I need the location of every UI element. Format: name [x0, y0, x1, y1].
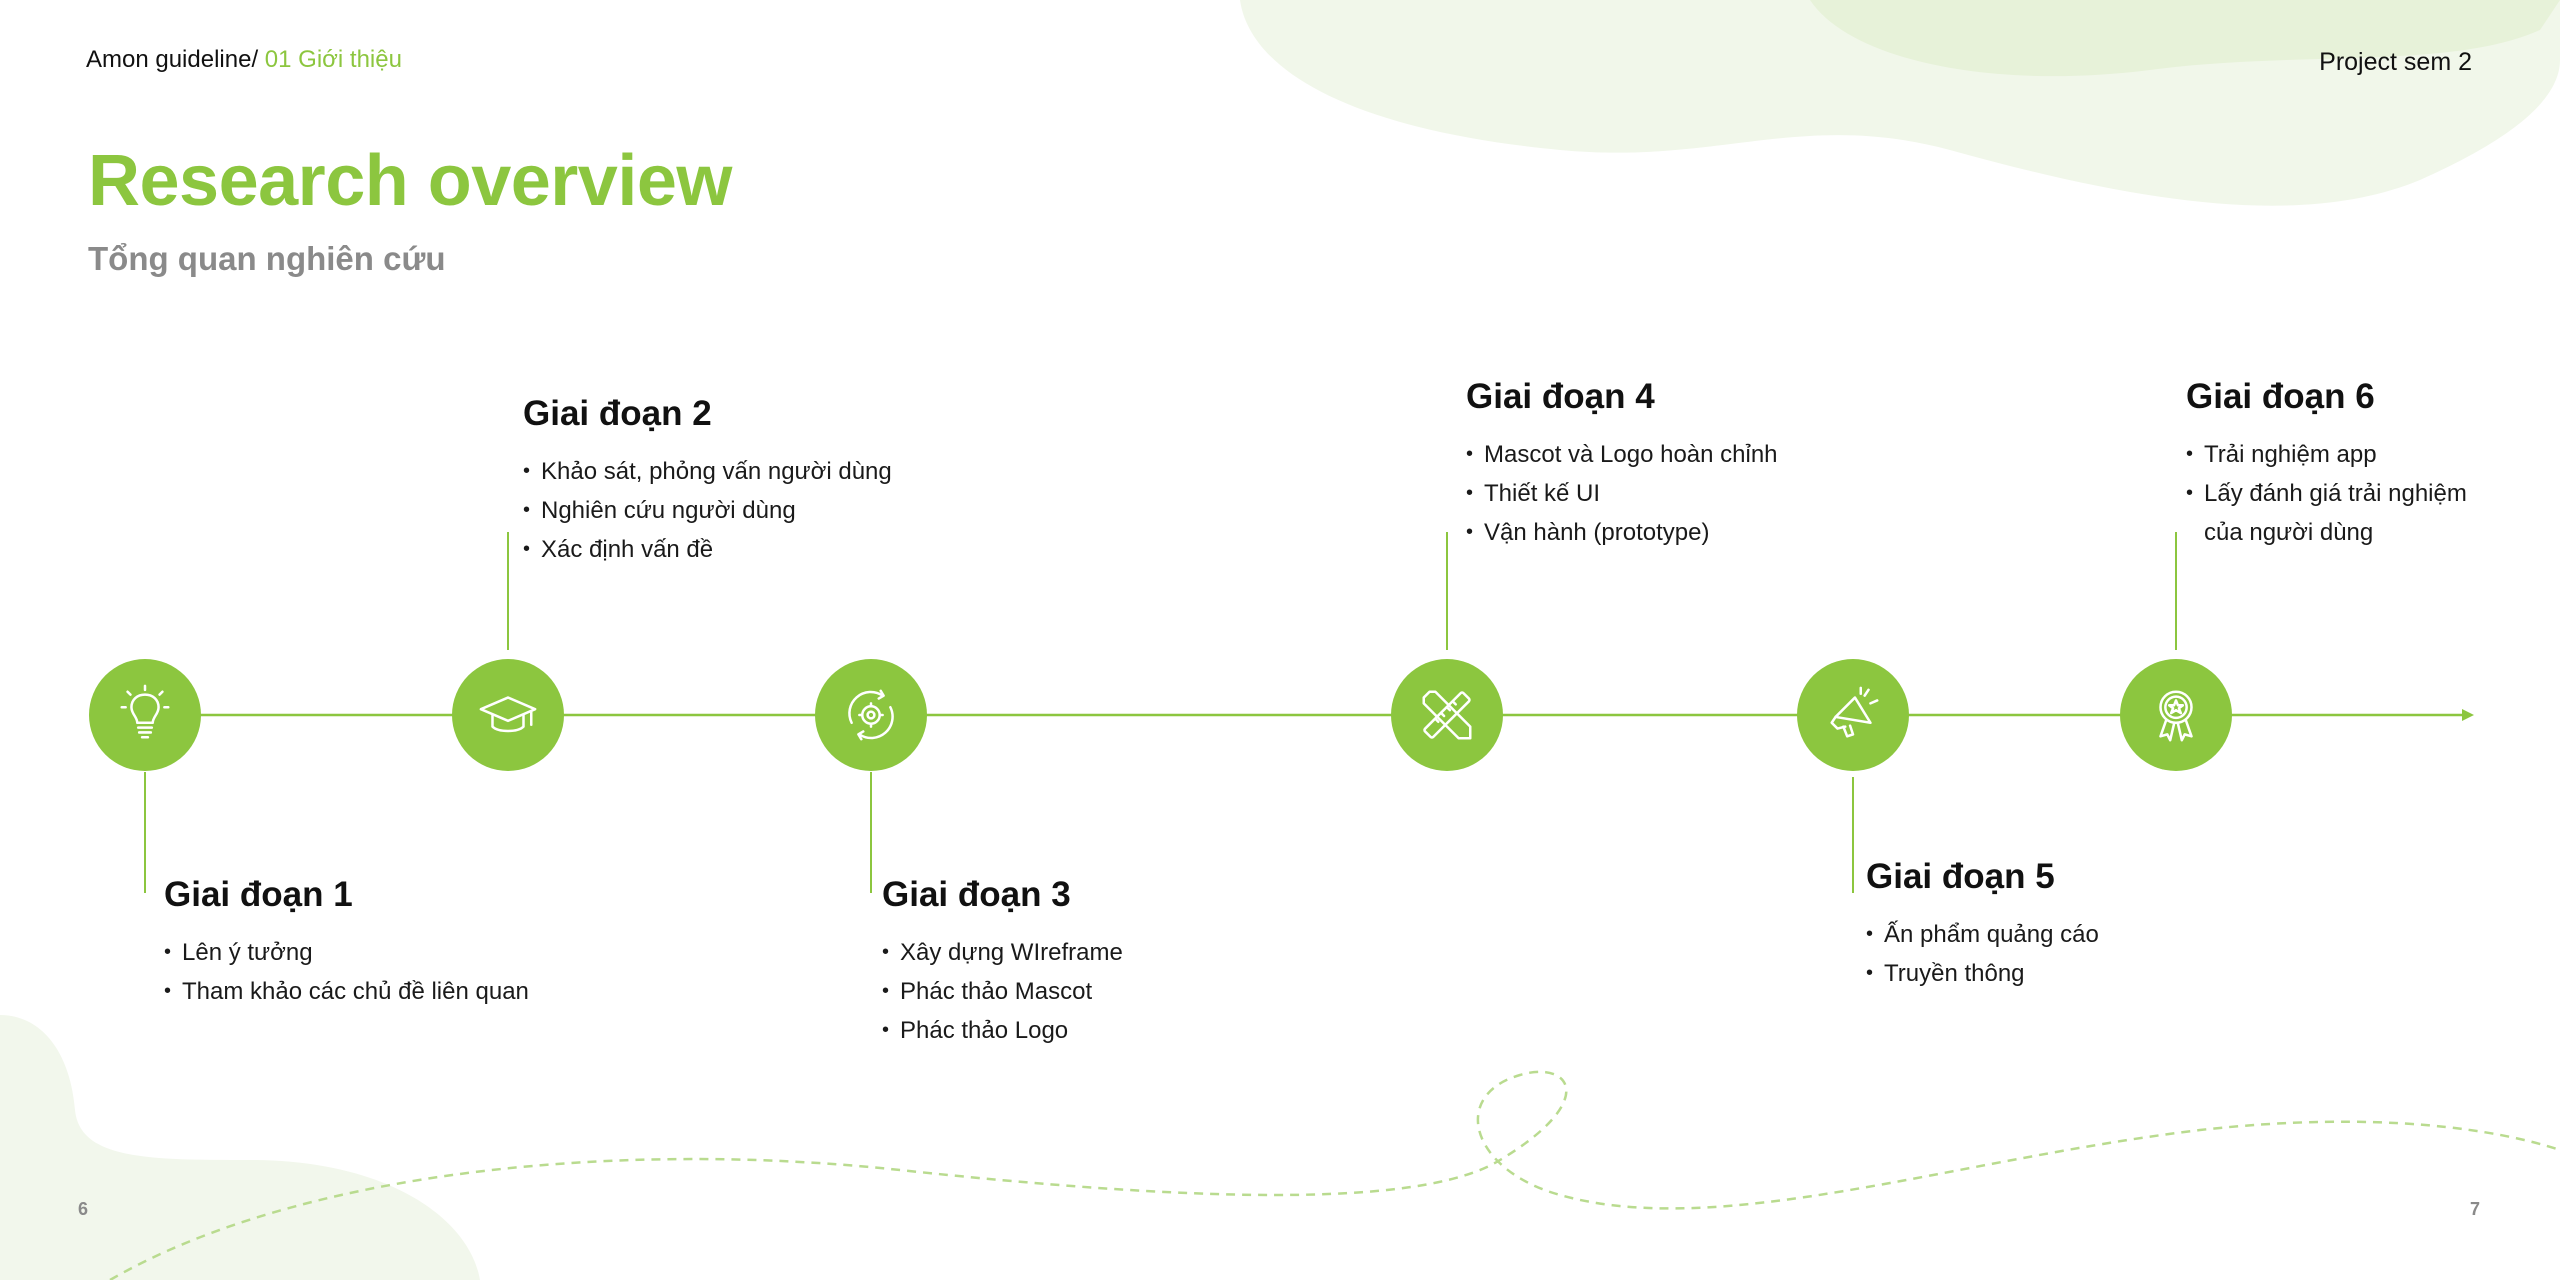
stage-2: Giai đoạn 2 Khảo sát, phỏng vấn người dù…	[523, 394, 983, 569]
stage-items: Xây dựng WIreframe Phác thảo Mascot Phác…	[882, 933, 1302, 1050]
list-item: Xác định vấn đề	[523, 530, 983, 569]
list-item: Ấn phẩm quảng cáo	[1866, 915, 2266, 954]
stage-6-node[interactable]	[2120, 659, 2232, 771]
list-item: Khảo sát, phỏng vấn người dùng	[523, 452, 983, 491]
page-number-left: 6	[78, 1199, 89, 1219]
list-item: Trải nghiệm app	[2186, 435, 2476, 474]
dashed-swirl	[109, 1070, 2560, 1280]
list-item: Phác thảo Mascot	[882, 972, 1302, 1011]
stage-4-node[interactable]	[1391, 659, 1503, 771]
list-item: Truyền thông	[1866, 954, 2266, 993]
list-item: Vận hành (prototype)	[1466, 513, 1886, 552]
stage-title: Giai đoạn 3	[882, 875, 1071, 914]
stage-1: Giai đoạn 1 Lên ý tưởng Tham khảo các ch…	[164, 875, 604, 1011]
top-right-blob-2	[1810, 0, 2560, 77]
stage-5-node[interactable]	[1797, 659, 1909, 771]
list-item: Nghiên cứu người dùng	[523, 491, 983, 530]
award-badge-icon	[2159, 690, 2193, 742]
page-title: Research overview	[88, 141, 732, 221]
stage-3: Giai đoạn 3 Xây dựng WIreframe Phác thảo…	[882, 875, 1302, 1050]
breadcrumb-section[interactable]: 01 Giới thiệu	[264, 46, 402, 73]
list-item: Xây dựng WIreframe	[882, 933, 1302, 972]
stage-5: Giai đoạn 5 Ấn phẩm quảng cáo Truyền thô…	[1866, 857, 2266, 993]
page-number-right: 7	[2470, 1199, 2481, 1219]
stage-title: Giai đoạn 1	[164, 875, 353, 914]
breadcrumb: Amon guideline/ 01 Giới thiệu	[86, 46, 402, 74]
list-item: Phác thảo Logo	[882, 1011, 1302, 1050]
stage-3-node[interactable]	[815, 659, 927, 771]
list-item: Tham khảo các chủ đề liên quan	[164, 972, 604, 1011]
stage-1-node[interactable]	[89, 659, 201, 771]
list-item: Mascot và Logo hoàn chỉnh	[1466, 435, 1886, 474]
stage-title: Giai đoạn 5	[1866, 857, 2055, 896]
breadcrumb-prefix: Amon guideline/	[86, 46, 259, 73]
cycle-gear-icon	[848, 689, 894, 741]
stage-items: Lên ý tưởng Tham khảo các chủ đề liên qu…	[164, 933, 604, 1011]
stage-title: Giai đoạn 4	[1466, 377, 1655, 416]
stage-items: Mascot và Logo hoàn chỉnh Thiết kế UI Vậ…	[1466, 435, 1886, 552]
project-label: Project sem 2	[2319, 48, 2472, 76]
lightbulb-icon	[120, 684, 170, 739]
stage-items: Khảo sát, phỏng vấn người dùng Nghiên cứ…	[523, 452, 983, 569]
stage-4: Giai đoạn 4 Mascot và Logo hoàn chỉnh Th…	[1466, 377, 1886, 552]
list-item: Lấy đánh giá trải nghiệm của người dùng	[2186, 474, 2476, 552]
page-subtitle: Tổng quan nghiên cứu	[88, 240, 446, 277]
stage-6: Giai đoạn 6 Trải nghiệm app Lấy đánh giá…	[2186, 377, 2476, 552]
pencil-ruler-icon	[1422, 690, 1472, 740]
stage-2-node[interactable]	[452, 659, 564, 771]
bottom-left-blob	[0, 1015, 480, 1280]
graduation-cap-icon	[479, 696, 537, 733]
stage-items: Trải nghiệm app Lấy đánh giá trải nghiệm…	[2186, 435, 2476, 552]
list-item: Thiết kế UI	[1466, 474, 1886, 513]
megaphone-icon	[1830, 686, 1879, 738]
list-item: Lên ý tưởng	[164, 933, 604, 972]
stage-items: Ấn phẩm quảng cáo Truyền thông	[1866, 915, 2266, 993]
stage-title: Giai đoạn 2	[523, 394, 712, 433]
stage-title: Giai đoạn 6	[2186, 377, 2375, 416]
